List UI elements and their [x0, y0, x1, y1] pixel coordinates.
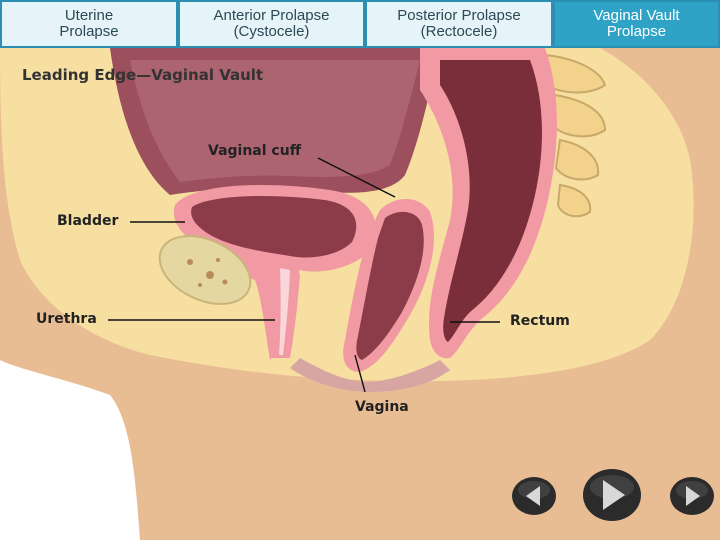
forward-button[interactable] — [668, 474, 716, 518]
tab-vaginal-vault-prolapse[interactable]: Vaginal Vault Prolapse — [553, 0, 720, 48]
tab-posterior-prolapse[interactable]: Posterior Prolapse (Rectocele) — [365, 0, 553, 48]
diagram-heading: Leading Edge—Vaginal Vault — [22, 66, 263, 84]
tab-label-line2: (Cystocele) — [234, 24, 310, 40]
label-rectum: Rectum — [510, 313, 570, 329]
label-vaginal-cuff: Vaginal cuff — [208, 143, 301, 159]
tab-label-line1: Vaginal Vault — [593, 8, 679, 24]
label-urethra: Urethra — [36, 311, 97, 327]
tab-anterior-prolapse[interactable]: Anterior Prolapse (Cystocele) — [178, 0, 365, 48]
tab-label-line1: Anterior Prolapse — [214, 8, 330, 24]
tab-uterine-prolapse[interactable]: Uterine Prolapse — [0, 0, 178, 48]
tab-label-line2: Prolapse — [607, 24, 666, 40]
tab-label-line1: Posterior Prolapse — [397, 8, 520, 24]
label-bladder: Bladder — [57, 213, 118, 229]
rewind-button[interactable] — [510, 474, 558, 518]
tab-label-line1: Uterine — [65, 8, 113, 24]
tab-label-line2: (Rectocele) — [421, 24, 498, 40]
label-vagina: Vagina — [355, 399, 409, 415]
tab-bar: Uterine Prolapse Anterior Prolapse (Cyst… — [0, 0, 720, 48]
play-button[interactable] — [581, 466, 643, 524]
tab-label-line2: Prolapse — [59, 24, 118, 40]
